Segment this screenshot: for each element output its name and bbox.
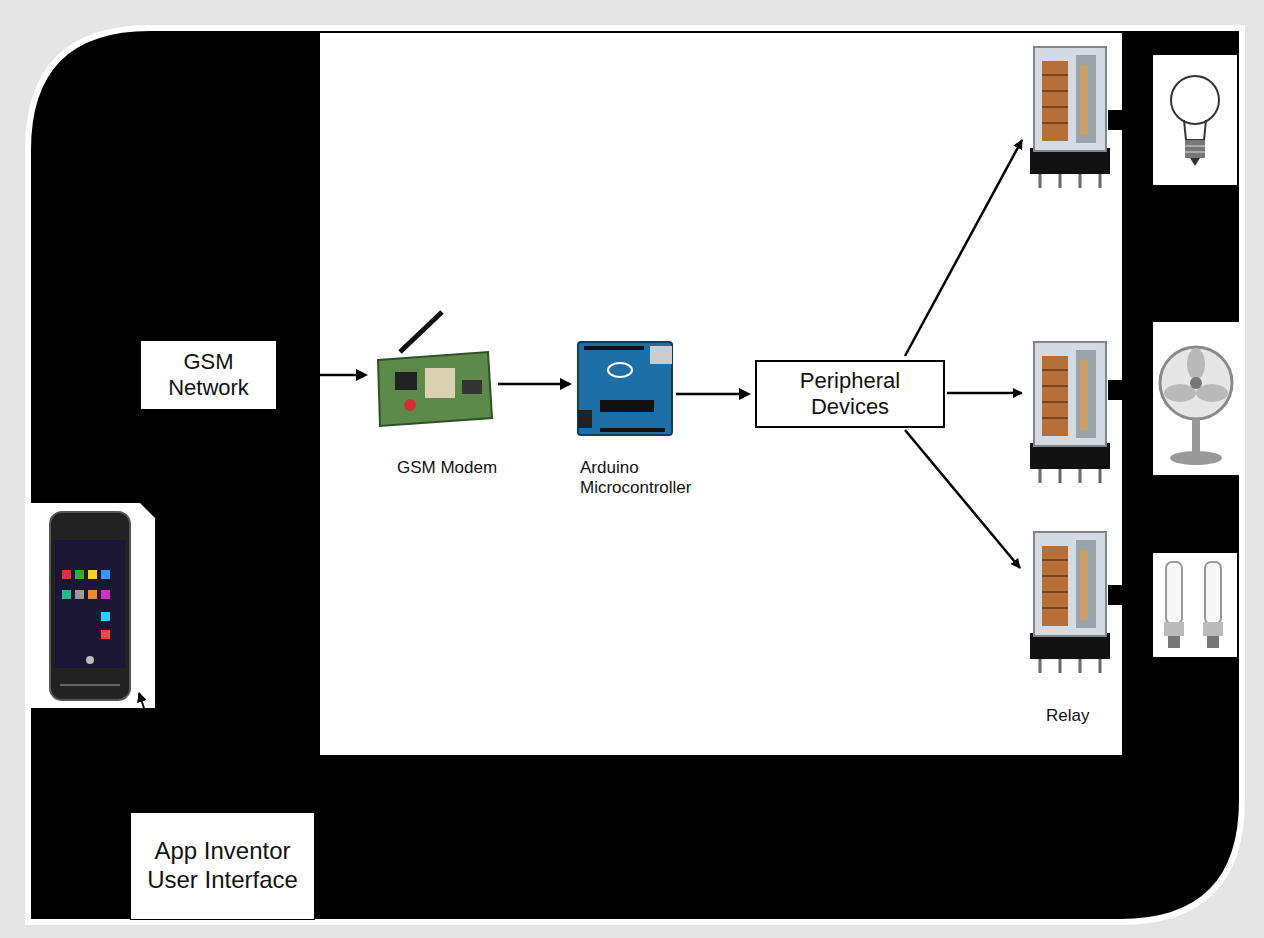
phone-picture-part [86, 656, 94, 664]
flow-arrow [676, 388, 751, 400]
cfl-icon-part [1168, 636, 1180, 648]
phone-picture-part [101, 590, 110, 599]
relay-feed-arrow-part [905, 140, 1022, 356]
phone-picture-part [140, 503, 155, 518]
phone-picture-part [62, 590, 71, 599]
arduino-picture-part [600, 400, 654, 412]
relay-output-arrow-part [1108, 100, 1152, 140]
bulb-icon-part [1185, 152, 1205, 153]
cfl-icon-part [1205, 562, 1221, 624]
frame-part [28, 28, 1242, 922]
box-label: GSM Network [149, 349, 268, 402]
arrow-line [676, 393, 741, 396]
phone-picture-part [88, 590, 97, 599]
bulb-icon-part [1171, 76, 1219, 124]
arduino-picture-part [578, 410, 592, 428]
fan-icon-part [1164, 384, 1196, 402]
picture-caption: GSM Modem [397, 458, 517, 478]
fan-icon-part [1192, 419, 1200, 453]
phone-picture-part [101, 612, 110, 621]
phone-picture-part [88, 570, 97, 579]
phone-picture-part [75, 590, 84, 599]
network-box: GSM Network [140, 340, 277, 410]
relay-feed-arrow [905, 140, 1022, 568]
relay-feed-arrow-part [905, 430, 1020, 568]
relay-symbol-part [1030, 342, 1110, 483]
relay-symbol [1030, 47, 1110, 673]
fan-icon-part [1187, 348, 1205, 380]
bulb-icon-part [1190, 158, 1200, 166]
box-label: App Inventor User Interface [139, 837, 306, 895]
phone-picture-part [139, 693, 144, 708]
gsm-modem-picture-part [404, 399, 416, 411]
relay-output-arrow-part [1108, 575, 1152, 615]
gsm-modem-picture-part [378, 352, 492, 426]
fan-icon [1153, 322, 1240, 475]
cfl-icon-part [1166, 562, 1182, 624]
relay-symbol-part [1030, 532, 1110, 673]
frame-part [320, 33, 1122, 755]
bulb-icon [1153, 55, 1237, 185]
fan-icon-part [1190, 377, 1202, 389]
arduino-picture-part [600, 428, 665, 432]
bulb-icon-part [1185, 146, 1205, 147]
cfl-icon-part [1153, 553, 1237, 657]
interface-box: App Inventor User Interface [130, 812, 315, 920]
phone-picture-part [75, 570, 84, 579]
arrow-head [560, 378, 572, 390]
picture-caption: Arduino Microcontroller [580, 458, 710, 499]
gsm-modem-picture-part [395, 372, 417, 390]
microcontroller-picture-node: Arduino Microcontroller [576, 340, 674, 437]
phone-picture-part [60, 684, 120, 686]
flow-arrow [279, 369, 368, 381]
relay-feed-arrow-part [947, 392, 1022, 395]
bulb-icon-part [1153, 55, 1237, 185]
fan-icon-part [1170, 451, 1222, 465]
arrow-line [498, 383, 562, 386]
phone-picture [30, 503, 155, 708]
bulb-icon-part [1184, 120, 1206, 140]
arrow-head [739, 388, 751, 400]
phone-picture-part [101, 570, 110, 579]
phone-picture-part [101, 630, 110, 639]
phone-picture-part [62, 570, 71, 579]
arduino-picture [578, 342, 672, 435]
box-label: Peripheral Devices [765, 368, 935, 421]
relay-symbol-part [1030, 47, 1110, 188]
gsm-modem-picture-part [400, 312, 442, 352]
flow-arrow [498, 378, 572, 390]
relay-output-arrow [1108, 100, 1152, 615]
fan-icon-part [1196, 384, 1228, 402]
gsm-modem-picture-part [462, 380, 482, 394]
arduino-picture-part [584, 346, 644, 350]
cfl-icon-part [1164, 622, 1184, 636]
arrow-line [279, 374, 358, 377]
gsm-modem-picture-part [425, 368, 455, 398]
phone-picture-part [55, 540, 125, 668]
fan-icon-part [1153, 322, 1240, 475]
relay-output-arrow-part [1108, 370, 1152, 410]
fan-icon-part [1160, 347, 1232, 419]
cfl-icon-part [1207, 636, 1219, 648]
arrow-head [356, 369, 368, 381]
phone-picture-part [50, 512, 130, 700]
process-box: Peripheral Devices [755, 360, 945, 428]
part-name: Relay [1046, 706, 1089, 726]
bulb-icon-part [1185, 140, 1205, 158]
cfl-icon-part [1203, 622, 1223, 636]
gsm-modem-picture [378, 312, 492, 426]
arduino-picture-part [578, 342, 672, 435]
modem-picture-node: GSM Modem [372, 308, 496, 428]
arduino-picture-part [650, 346, 672, 364]
phone-picture-part [30, 503, 155, 708]
arduino-picture-part [608, 363, 632, 377]
cfl-icon [1153, 553, 1237, 657]
